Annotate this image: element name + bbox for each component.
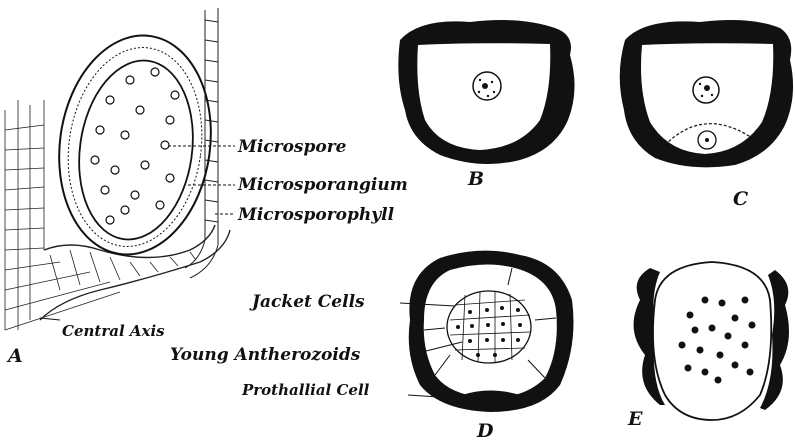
panel-letter-b: B [467,168,484,190]
panel-b [398,20,574,164]
panel-letter-a: A [6,345,23,367]
panel-a [5,8,235,330]
panel-e [634,262,789,420]
jacket-cells-label: Jacket Cells [249,292,365,312]
microsporophyll-label: Microsporophyll [237,205,395,225]
young-antherozoids-label: Young Antherozoids [170,345,361,365]
microspore-label: Microspore [237,137,347,157]
prothallial-cell-label: Prothallial Cell [241,381,370,399]
sporangium-cavity [68,53,204,247]
e-cell [653,262,771,420]
panel-letter-d: D [476,420,494,440]
panel-letter-c: C [733,188,748,210]
panel-letter-e: E [627,408,643,430]
central-axis-label: Central Axis [62,322,165,340]
panel-d [400,251,574,412]
microsporangium-label: Microsporangium [237,175,408,195]
panel-c [620,20,793,167]
